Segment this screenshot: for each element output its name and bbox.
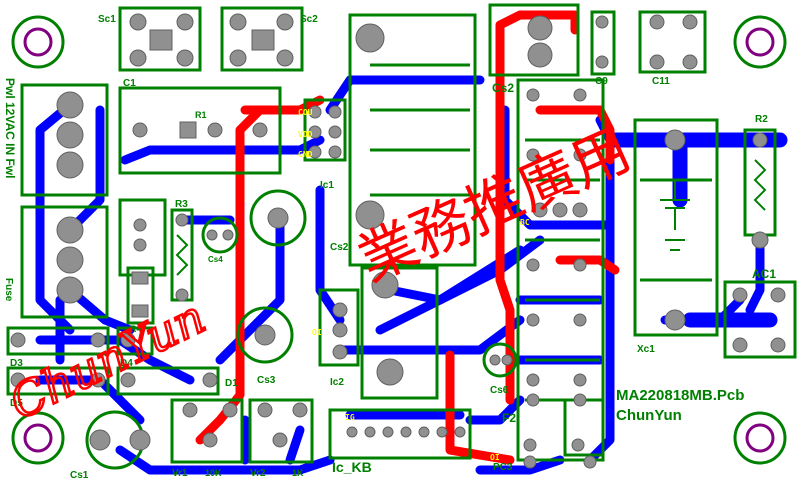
c1-outline	[118, 86, 282, 175]
label-r3: R3	[175, 199, 188, 210]
c11-outline	[638, 10, 707, 74]
right-column-outline	[516, 78, 605, 462]
sc2-outline	[220, 6, 304, 72]
silkscreen-text: COU VDD GND OI OI BC IG	[298, 108, 530, 462]
silk-vdd: VDD	[298, 130, 313, 139]
label-r2: R2	[755, 114, 768, 125]
ic2-outline	[318, 288, 360, 367]
xc1-outline	[633, 118, 719, 337]
d5-outline	[6, 366, 110, 396]
fuse-connector-outline	[20, 205, 109, 319]
silk-oi-2: OI	[490, 453, 500, 462]
ac1-outline	[723, 280, 797, 359]
c9-outline	[590, 10, 616, 76]
regulator2-outline	[360, 266, 439, 400]
label-d4: D4	[120, 358, 133, 369]
ic1-outline	[303, 98, 347, 162]
label-vr2: Vr2	[250, 468, 266, 479]
label-pc3: PC3	[493, 462, 513, 473]
silk-ig: IG	[345, 413, 355, 422]
board-author: ChunYun	[616, 407, 682, 424]
cs2-ring	[249, 189, 307, 247]
label-cs1: Cs1	[70, 470, 89, 481]
label-ac1: AC1	[752, 267, 776, 281]
label-cs3: Cs3	[257, 375, 276, 386]
cs6-ring	[482, 342, 518, 378]
cs3-ring	[236, 306, 294, 364]
label-1k: 1K	[292, 468, 304, 478]
mount-ring-bl-outer	[11, 411, 65, 465]
component-symbols	[175, 159, 767, 276]
label-ic-kb: Ic_KB	[332, 459, 372, 475]
side-text-fuse: Fuse	[3, 278, 14, 302]
top-traces	[195, 10, 620, 465]
label-d5: D5	[10, 398, 23, 409]
vr1-outline	[170, 398, 244, 464]
label-vr1: Vr1	[172, 468, 188, 479]
sc1-outline	[118, 6, 202, 72]
label-cs2-top: Cs2	[492, 81, 514, 95]
label-c1: C1	[123, 78, 136, 89]
label-10k: 10K	[205, 468, 222, 478]
mount-ring-br-outer	[733, 411, 787, 465]
r4-outline	[126, 266, 155, 325]
label-cs4: Cs4	[208, 255, 223, 264]
d1-outline	[116, 366, 220, 396]
silk-gnd: GND	[298, 150, 313, 159]
vr2-outline	[248, 398, 314, 464]
silk-cou: COU	[298, 108, 313, 117]
power-connector-outline	[20, 83, 109, 197]
d3-outline	[6, 326, 110, 356]
label-f2: F2	[502, 411, 516, 425]
component-labels: Sc1 Sc2 C1 C9 C11 Cs2 Ic1 Cs2 Cs3 Cs1 Cs…	[3, 14, 776, 481]
label-cs2: Cs2	[330, 242, 349, 253]
d4-outline	[116, 326, 154, 356]
label-d3: D3	[10, 358, 23, 369]
cs4-ring	[201, 216, 239, 254]
label-ic1: Ic1	[320, 180, 334, 191]
pads	[10, 13, 786, 469]
component-outlines	[6, 3, 797, 464]
board-name: MA220818MB.Pcb	[616, 387, 744, 404]
label-d1: D1	[225, 378, 238, 389]
label-r1: R1	[195, 110, 207, 120]
label-r4: R4	[130, 324, 142, 334]
silk-bc: BC	[520, 218, 530, 227]
mount-ring-tr-outer	[733, 15, 787, 69]
label-sc1: Sc1	[98, 14, 116, 25]
label-c11: C11	[652, 76, 670, 87]
label-cs6: Cs6	[490, 385, 509, 396]
ic-kb-outline	[328, 408, 472, 460]
cs2-outline	[488, 3, 580, 77]
silk-oi: OI	[312, 328, 322, 337]
label-xc1: Xc1	[637, 344, 655, 355]
label-sc2: Sc2	[300, 14, 318, 25]
mount-ring-tl-outer	[11, 15, 65, 69]
side-text-power: Pwl 12VAC IN Fwl	[3, 78, 17, 178]
mount-holes	[23, 27, 775, 453]
heatsink-outline	[348, 13, 477, 267]
label-c9: C9	[595, 76, 608, 87]
label-ic2: Ic2	[330, 377, 344, 388]
